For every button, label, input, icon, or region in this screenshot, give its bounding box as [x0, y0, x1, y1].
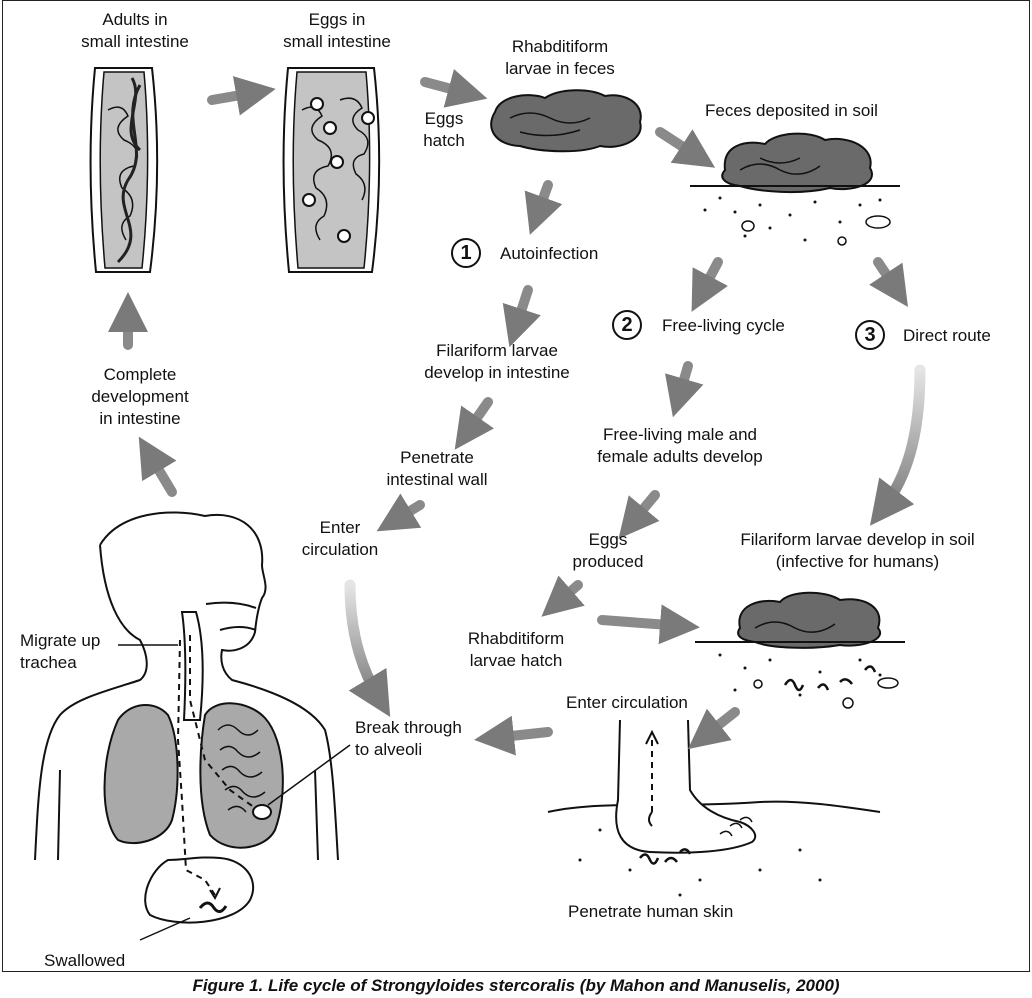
- arrow-circulation-to-break: [344, 579, 391, 717]
- label-swallowed: Swallowed: [44, 951, 126, 970]
- arrow-feces-to-autoinfection: [524, 180, 563, 235]
- arrow-autoinfection-to-filariform: [502, 285, 541, 348]
- route-1-badge: 1: [451, 238, 481, 268]
- figure-caption: Figure 1. Life cycle of Strongyloides st…: [192, 976, 840, 995]
- arrow-penetrate-to-circulation: [376, 493, 425, 532]
- soil-larvae-illustration: [695, 591, 905, 709]
- foot-illustration: [547, 719, 881, 897]
- arrow-soil-to-free-living: [691, 257, 728, 312]
- human-body-illustration: [34, 511, 339, 924]
- intestine-eggs-illustration: [282, 67, 381, 273]
- arrow-feces-to-soil: [655, 127, 716, 168]
- label-direct-route: Direct route: [903, 326, 991, 345]
- label-enter-circulation-2: Enter circulation: [566, 693, 688, 712]
- route-2-badge: 2: [612, 310, 642, 340]
- arrow-adults-to-eggs-produced: [618, 490, 660, 539]
- arrow-filariform-to-penetrate: [454, 397, 494, 450]
- arrow-free-living-to-adults: [665, 361, 704, 418]
- arrow-adults-to-eggs: [207, 76, 276, 116]
- arrow-soil-to-direct: [869, 257, 908, 307]
- route-3-badge: 3: [855, 320, 885, 350]
- arrow-hatch-to-soil: [597, 604, 700, 645]
- label-feces-soil: Feces deposited in soil: [705, 101, 878, 120]
- arrow-eggs-to-feces: [420, 69, 488, 108]
- arrow-circulation-to-alveoli: [474, 715, 553, 756]
- leader-lines: [118, 644, 351, 941]
- feces-in-soil-illustration: [690, 132, 900, 246]
- arrow-direct-to-filariform-soil: [869, 364, 926, 526]
- flow-arrows: [108, 69, 908, 756]
- gradient-arrows: [344, 364, 926, 717]
- label-penetrate-skin: Penetrate human skin: [568, 902, 734, 921]
- arrow-eggs-produced-to-hatch: [541, 575, 585, 617]
- label-filariform-soil: Filariform larvae develop in soil(infect…: [740, 530, 975, 571]
- intestine-adults-illustration: [89, 67, 159, 273]
- arrow-body-to-development: [138, 436, 177, 497]
- arrow-soil-to-foot: [687, 707, 740, 750]
- label-autoinfection: Autoinfection: [500, 244, 599, 263]
- label-free-living: Free-living cycle: [662, 316, 785, 335]
- feces-illustration: [490, 89, 642, 153]
- life-cycle-diagram: [34, 67, 926, 941]
